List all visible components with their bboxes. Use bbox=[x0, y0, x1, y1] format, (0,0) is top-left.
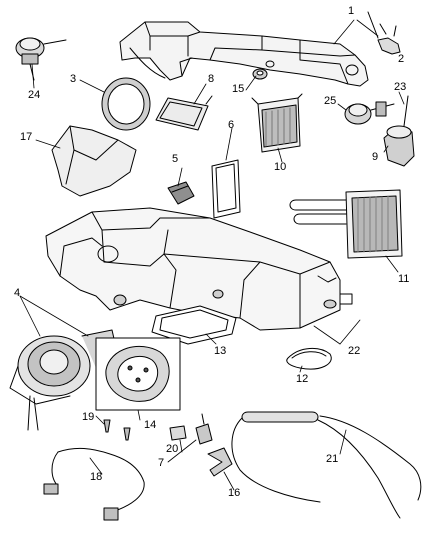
part-blend-door bbox=[155, 95, 213, 131]
part-switch bbox=[167, 181, 195, 205]
callout-21: 21 bbox=[326, 453, 339, 465]
callout-20: 20 bbox=[166, 443, 179, 455]
callout-6: 6 bbox=[228, 119, 235, 131]
part-inset-detail bbox=[95, 337, 181, 411]
callout-7: 7 bbox=[158, 457, 165, 469]
callout-13: 13 bbox=[214, 345, 227, 357]
part-main-hvac-housing bbox=[45, 207, 353, 331]
callout-3: 3 bbox=[70, 73, 77, 85]
callout-9: 9 bbox=[372, 151, 379, 163]
part-duct-cover bbox=[51, 125, 137, 197]
part-screws bbox=[103, 419, 131, 441]
callout-22: 22 bbox=[348, 345, 361, 357]
part-housing-gasket bbox=[151, 305, 237, 345]
part-wire-harness bbox=[43, 447, 145, 521]
callout-8: 8 bbox=[208, 73, 215, 85]
part-strap bbox=[207, 447, 233, 477]
callout-19: 19 bbox=[82, 411, 95, 423]
callout-25: 25 bbox=[324, 95, 337, 107]
callout-18: 18 bbox=[90, 471, 103, 483]
callout-5: 5 bbox=[172, 153, 179, 165]
callout-10: 10 bbox=[274, 161, 287, 173]
part-sensor bbox=[195, 413, 213, 445]
part-seal-ring bbox=[101, 77, 151, 131]
part-vacuum-actuator-right bbox=[344, 101, 395, 125]
callout-4: 4 bbox=[14, 287, 21, 299]
callout-16: 16 bbox=[228, 487, 241, 499]
callout-1: 1 bbox=[348, 5, 355, 17]
callout-12: 12 bbox=[296, 373, 309, 385]
part-bracket bbox=[169, 425, 187, 441]
callout-2: 2 bbox=[398, 53, 405, 65]
part-clip bbox=[367, 11, 401, 55]
callout-leader-lines bbox=[19, 19, 405, 491]
callout-23: 23 bbox=[394, 81, 407, 93]
part-heater-core bbox=[289, 189, 403, 259]
part-drain-tube bbox=[286, 348, 332, 370]
callout-24: 24 bbox=[28, 89, 41, 101]
part-upper-duct-housing bbox=[119, 21, 369, 87]
part-vacuum-motor bbox=[383, 95, 415, 167]
part-seal-strip bbox=[211, 159, 241, 219]
callout-11: 11 bbox=[398, 273, 410, 285]
part-vacuum-harness bbox=[231, 411, 422, 519]
callout-14: 14 bbox=[144, 419, 157, 431]
part-evaporator-core bbox=[251, 93, 303, 153]
part-grommet bbox=[252, 68, 268, 80]
part-vacuum-actuator-left bbox=[15, 37, 67, 81]
callout-17: 17 bbox=[20, 131, 33, 143]
callout-15: 15 bbox=[232, 83, 245, 95]
